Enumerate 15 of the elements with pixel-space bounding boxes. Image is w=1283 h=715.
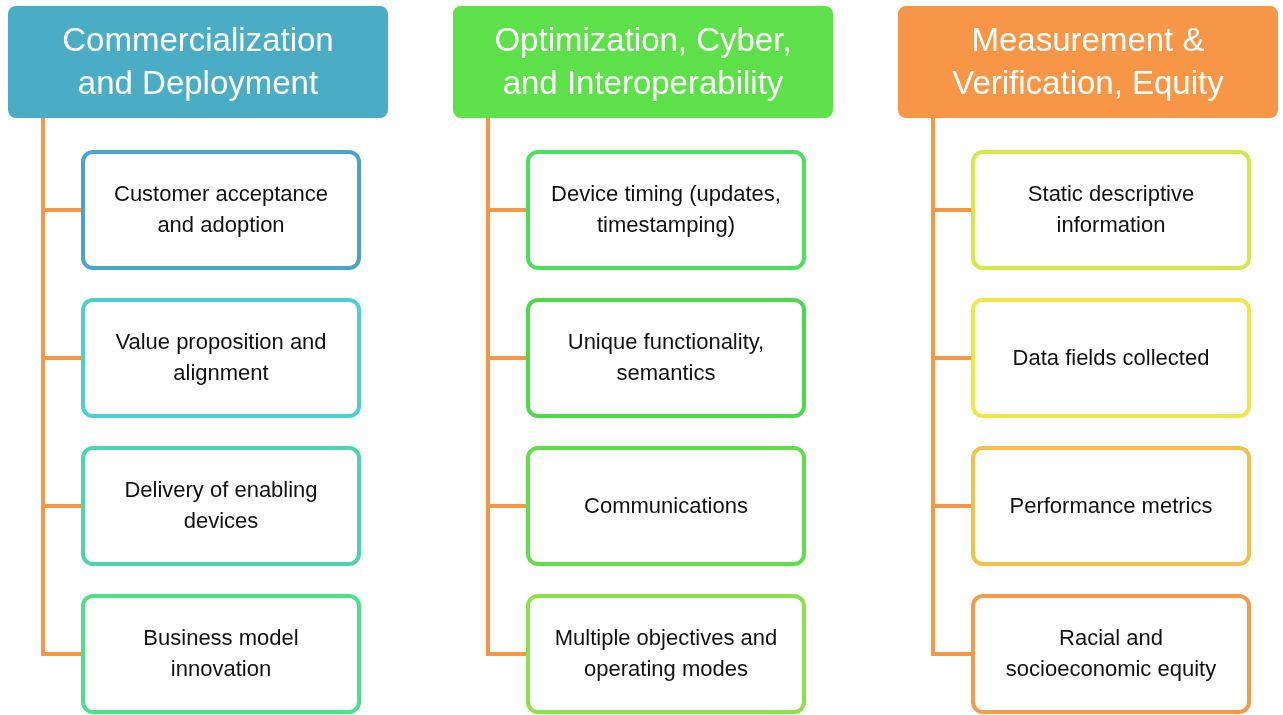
topic-box: Customer acceptance and adoption (81, 150, 361, 270)
topic-box: Communications (526, 446, 806, 566)
topic-box: Static descriptive information (971, 150, 1251, 270)
category-header: Commercialization and Deployment (8, 6, 388, 118)
topic-box: Data fields collected (971, 298, 1251, 418)
category-header: Measurement & Verification, Equity (898, 6, 1278, 118)
topic-box: Device timing (updates, timestamping) (526, 150, 806, 270)
topic-box: Multiple objectives and operating modes (526, 594, 806, 714)
topic-box: Value proposition and alignment (81, 298, 361, 418)
topic-box: Racial and socioeconomic equity (971, 594, 1251, 714)
topic-box: Unique functionality, semantics (526, 298, 806, 418)
topic-box: Performance metrics (971, 446, 1251, 566)
category-header: Optimization, Cyber, and Interoperability (453, 6, 833, 118)
topic-box: Delivery of enabling devices (81, 446, 361, 566)
topic-box: Business model innovation (81, 594, 361, 714)
